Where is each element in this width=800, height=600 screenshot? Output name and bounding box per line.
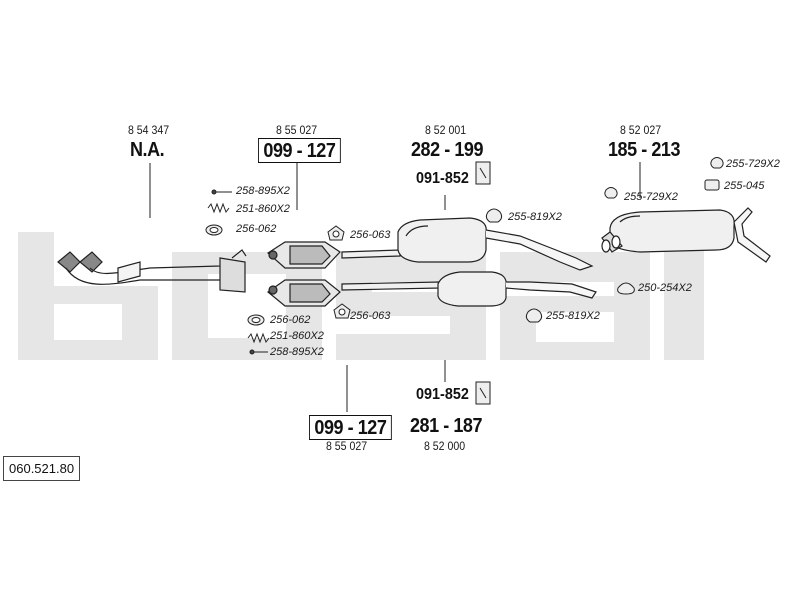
fitting-bottom-spring[interactable]: 251-860X2 [270, 330, 324, 342]
cat-bottom-part[interactable]: 099 - 127 [309, 415, 392, 440]
fitting-top-ring[interactable]: 256-063 [350, 229, 391, 241]
leader-lines [149, 162, 641, 412]
fitting-mid-clamp-top[interactable]: 255-819X2 [508, 211, 562, 223]
fitting-rear-rubber[interactable]: 255-045 [724, 180, 765, 192]
fitting-rear-hanger[interactable]: 250-254X2 [638, 282, 692, 294]
catalytic-converter-top [267, 241, 341, 269]
rear-ref: 8 52 027 [620, 123, 662, 137]
front-pipe-part[interactable]: N.A. [130, 139, 165, 161]
front-pipe-drawing [57, 249, 247, 293]
fitting-rear-clamp-2[interactable]: 255-729X2 [624, 191, 678, 203]
catalytic-converter-bottom [267, 279, 341, 307]
middle-silencer-bottom [341, 271, 597, 307]
fitting-mid-clamp-bottom[interactable]: 255-819X2 [546, 310, 600, 322]
fitting-bottom-ring[interactable]: 256-063 [350, 310, 391, 322]
fitting-bottom-bolt[interactable]: 258-895X2 [270, 346, 324, 358]
middle-silencer-top [341, 217, 594, 271]
mid-top-part[interactable]: 282 - 199 [411, 139, 484, 161]
rear-silencer-drawing [601, 207, 771, 263]
fitting-top-bolt[interactable]: 258-895X2 [236, 185, 290, 197]
fitting-rear-clamp-1[interactable]: 255-729X2 [726, 158, 780, 170]
cat-bottom-ref: 8 55 027 [326, 439, 368, 453]
cat-top-ref: 8 55 027 [276, 123, 318, 137]
rear-part[interactable]: 185 - 213 [608, 139, 681, 161]
fitting-top-spring[interactable]: 251-860X2 [236, 203, 290, 215]
mid-top-hanger[interactable]: 091-852 [416, 170, 469, 187]
fitting-icons [205, 157, 724, 405]
cat-top-part[interactable]: 099 - 127 [258, 138, 341, 163]
mid-top-ref: 8 52 001 [425, 123, 467, 137]
fitting-bottom-gasket[interactable]: 256-062 [270, 314, 311, 326]
mid-bottom-ref: 8 52 000 [424, 439, 466, 453]
mid-bottom-part[interactable]: 281 - 187 [410, 415, 483, 437]
front-pipe-ref: 8 54 347 [128, 123, 170, 137]
fitting-top-gasket[interactable]: 256-062 [236, 223, 277, 235]
mid-bottom-hanger[interactable]: 091-852 [416, 386, 469, 403]
diagram-code: 060.521.80 [3, 456, 81, 481]
